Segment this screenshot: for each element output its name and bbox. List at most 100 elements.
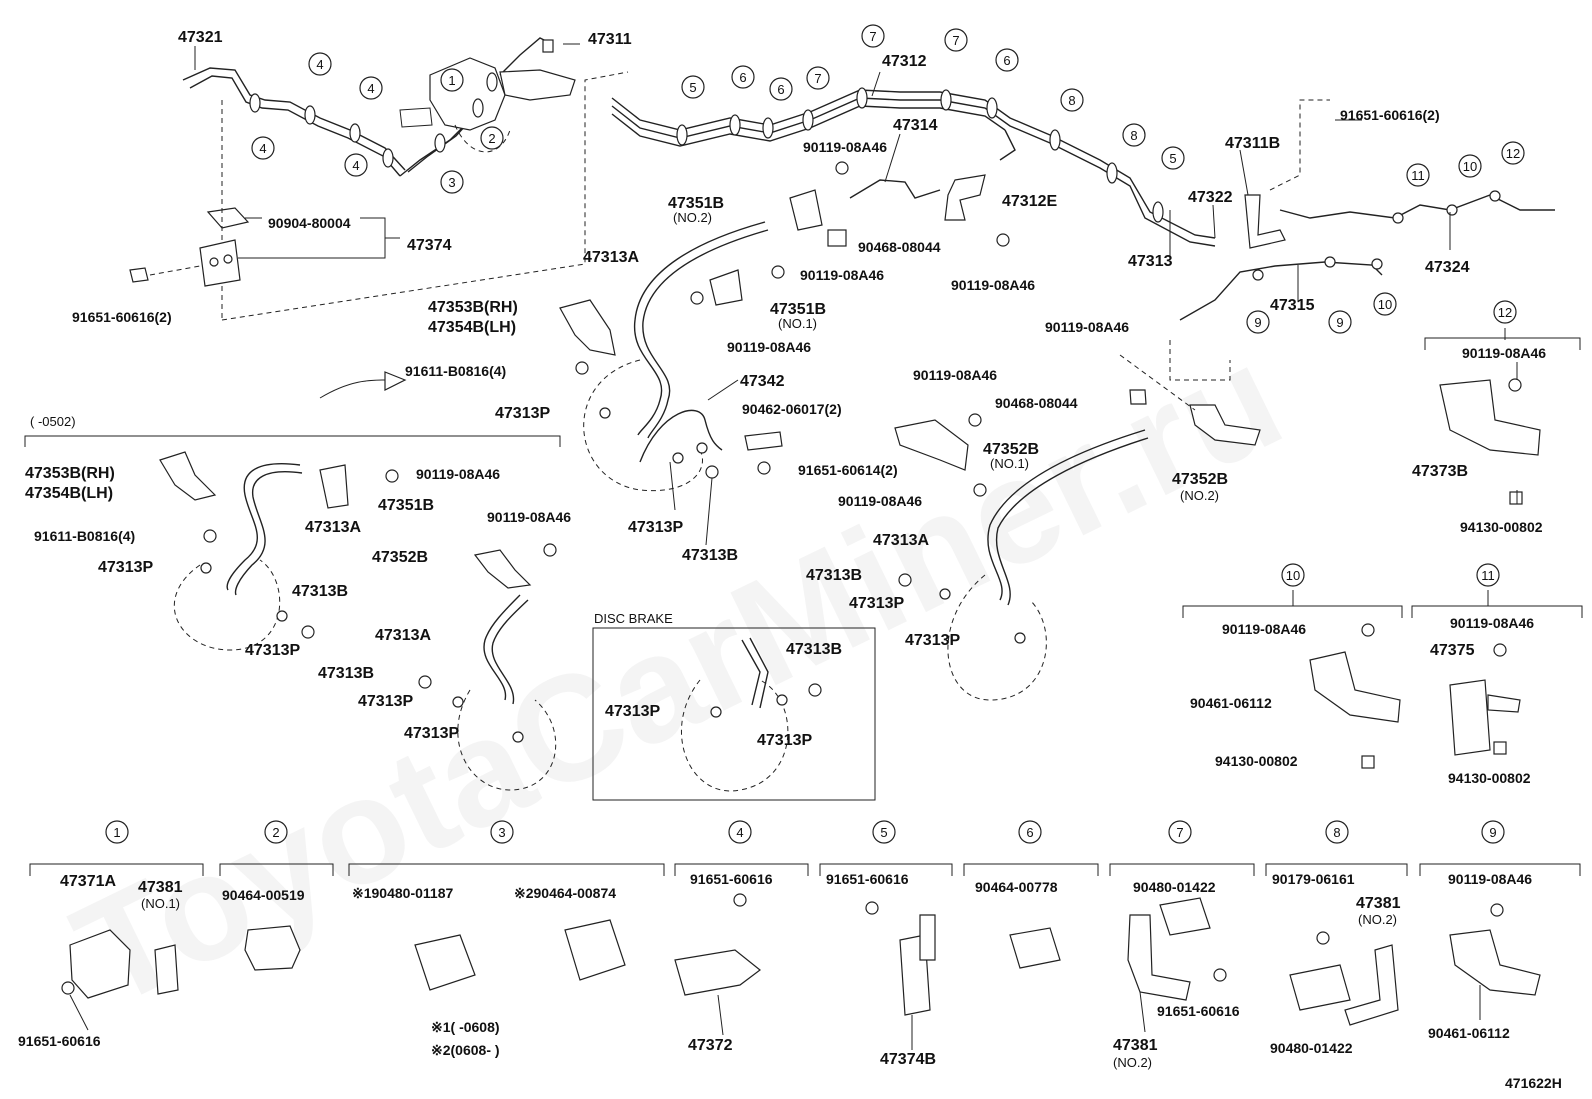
label-no2-a: (NO.2) bbox=[673, 210, 712, 225]
svg-text:2: 2 bbox=[272, 825, 279, 840]
label-47313b-d: 47313B bbox=[786, 641, 842, 658]
label-47313p-l-b: 47313P bbox=[245, 642, 300, 659]
label-note1: ※1( -0608) bbox=[431, 1019, 500, 1035]
label-47342: 47342 bbox=[740, 373, 785, 390]
label-94130-00802-r10: 94130-00802 bbox=[1215, 753, 1298, 769]
svg-text:10: 10 bbox=[1463, 159, 1477, 174]
label-47313a-l2: 47313A bbox=[375, 627, 431, 644]
label-47313p-d-a: 47313P bbox=[605, 703, 660, 720]
label-47313p-a: 47313P bbox=[495, 405, 550, 422]
svg-text:10: 10 bbox=[1286, 568, 1300, 583]
label-47353b-rh: 47353B(RH) bbox=[25, 465, 115, 482]
label-90468-08044-b: 90468-08044 bbox=[995, 395, 1078, 411]
label-no1-b: (NO.1) bbox=[990, 456, 1029, 471]
svg-text:7: 7 bbox=[869, 29, 876, 44]
label-47324: 47324 bbox=[1425, 259, 1470, 276]
detail-group-10 bbox=[1182, 605, 1403, 769]
label-47312e: 47312E bbox=[1002, 193, 1057, 210]
label-90461-06112-g9: 90461-06112 bbox=[1428, 1025, 1510, 1041]
detail-group-12 bbox=[1424, 337, 1581, 505]
label-47374b: 47374B bbox=[880, 1051, 936, 1068]
label-no2-g7: (NO.2) bbox=[1113, 1055, 1152, 1070]
callout-2: 2 bbox=[480, 126, 504, 150]
callout-6: 6 bbox=[995, 48, 1019, 72]
callout-9: 9 bbox=[1246, 310, 1270, 334]
svg-text:9: 9 bbox=[1489, 825, 1496, 840]
label-47371a: 47371A bbox=[60, 873, 116, 890]
label-91651-60616-b: 91651-60616(2) bbox=[1340, 107, 1440, 123]
main-brake-tubes bbox=[611, 87, 1555, 321]
svg-text:1: 1 bbox=[448, 73, 455, 88]
svg-text:10: 10 bbox=[1378, 297, 1392, 312]
label-no2-g8: (NO.2) bbox=[1358, 912, 1397, 927]
label-91651-60616-a: 91651-60616(2) bbox=[72, 309, 172, 325]
label-47311: 47311 bbox=[588, 31, 632, 48]
label-47313p-l-a: 47313P bbox=[98, 559, 153, 576]
svg-text:8: 8 bbox=[1068, 93, 1075, 108]
callout-5: 5 bbox=[1161, 146, 1185, 170]
callout-4: 4 bbox=[728, 820, 752, 844]
label-90464-00519: 90464-00519 bbox=[222, 887, 305, 903]
label-no1-g1: (NO.1) bbox=[141, 896, 180, 911]
callout-8: 8 bbox=[1060, 88, 1084, 112]
label-94130-00802-r11: 94130-00802 bbox=[1448, 770, 1531, 786]
label-47322: 47322 bbox=[1188, 189, 1233, 206]
svg-text:1: 1 bbox=[113, 825, 120, 840]
label-47351b-l: 47351B bbox=[378, 497, 434, 514]
label-47381-no2-g8: 47381 bbox=[1356, 895, 1401, 912]
callout-12: 12 bbox=[1501, 141, 1525, 165]
callout-4: 4 bbox=[308, 52, 332, 76]
label-note2: ※2(0608- ) bbox=[431, 1042, 500, 1058]
callout-5: 5 bbox=[872, 820, 896, 844]
svg-text:6: 6 bbox=[777, 82, 784, 97]
callout-1: 1 bbox=[105, 820, 129, 844]
labels-disc-brake: DISC BRAKE 47313B 47313P 47313P bbox=[594, 611, 842, 749]
callout-11: 11 bbox=[1406, 163, 1430, 187]
label-90119-08a46-l2: 90119-08A46 bbox=[487, 509, 571, 525]
label-91651-60614: 91651-60614(2) bbox=[798, 462, 898, 478]
callout-4: 4 bbox=[344, 153, 368, 177]
svg-text:12: 12 bbox=[1498, 305, 1512, 320]
label-47351b-no2: 47351B bbox=[668, 195, 724, 212]
svg-text:9: 9 bbox=[1336, 315, 1343, 330]
watermark: ToyotaCarMiner.ru bbox=[50, 312, 1305, 1039]
label-90119-08a46-g: 90119-08A46 bbox=[1045, 319, 1129, 335]
label-47313a-a: 47313A bbox=[583, 249, 639, 266]
label-47313p-b: 47313P bbox=[628, 519, 683, 536]
callout-3: 3 bbox=[490, 820, 514, 844]
label-47354b-lh-a: 47354B(LH) bbox=[428, 319, 516, 336]
label-90119-08a46-a: 90119-08A46 bbox=[803, 139, 887, 155]
callout-7: 7 bbox=[1168, 820, 1192, 844]
label-90119-08a46-e: 90119-08A46 bbox=[913, 367, 997, 383]
label-90119-08a46-c: 90119-08A46 bbox=[800, 267, 884, 283]
label-47315: 47315 bbox=[1270, 297, 1315, 314]
callout-10: 10 bbox=[1281, 563, 1305, 587]
label-90462-06017: 90462-06017(2) bbox=[742, 401, 842, 417]
label-47313b-a: 47313B bbox=[682, 547, 738, 564]
label-47374: 47374 bbox=[407, 237, 452, 254]
label-47354b-lh: 47354B(LH) bbox=[25, 485, 113, 502]
label-47352b-l: 47352B bbox=[372, 549, 428, 566]
svg-text:6: 6 bbox=[1003, 53, 1010, 68]
label-47313b-l: 47313B bbox=[292, 583, 348, 600]
label-47313p-c: 47313P bbox=[849, 595, 904, 612]
labels-upper: 47321 47311 47312 47314 47311B 47322 473… bbox=[72, 29, 1470, 649]
upper-brackets bbox=[559, 161, 1261, 701]
label-47311b: 47311B bbox=[1225, 135, 1280, 152]
label-47381-no1: 47381 bbox=[138, 879, 183, 896]
label-47313a-l: 47313A bbox=[305, 519, 361, 536]
label-47381-no2-g7: 47381 bbox=[1113, 1037, 1158, 1054]
label-47312: 47312 bbox=[882, 53, 927, 70]
svg-text:4: 4 bbox=[352, 158, 359, 173]
label-47313a-b: 47313A bbox=[873, 532, 929, 549]
clamp-47374-assembly bbox=[129, 71, 629, 321]
svg-text:12: 12 bbox=[1506, 146, 1520, 161]
label-90119-08a46-g9: 90119-08A46 bbox=[1448, 871, 1532, 887]
label-47313p-d: 47313P bbox=[905, 632, 960, 649]
label-47352b-no2: 47352B bbox=[1172, 471, 1228, 488]
label-91651-60616-g1: 91651-60616 bbox=[18, 1033, 101, 1049]
label-90480-01187: ※190480-01187 bbox=[352, 885, 453, 901]
svg-text:11: 11 bbox=[1481, 568, 1495, 583]
label-90119-08a46-r10: 90119-08A46 bbox=[1222, 621, 1306, 637]
